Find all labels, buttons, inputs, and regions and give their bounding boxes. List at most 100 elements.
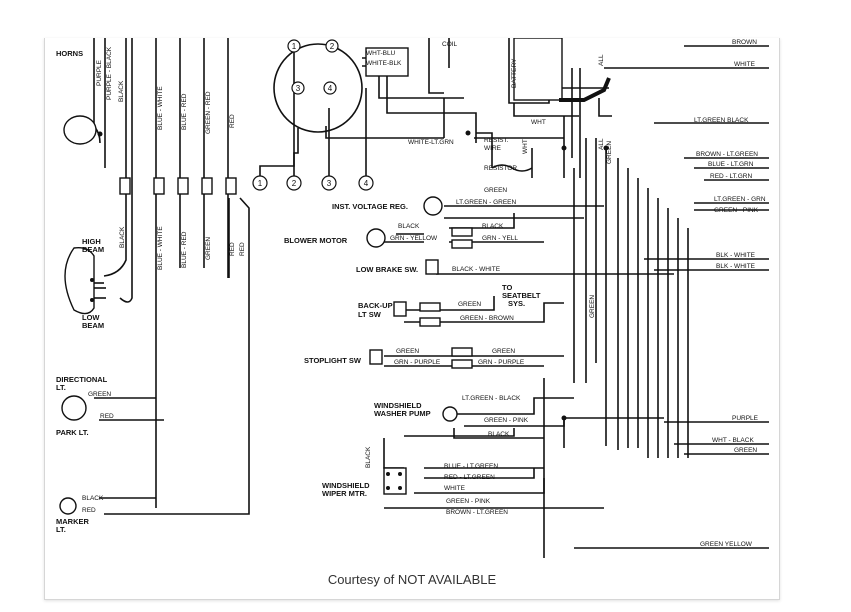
- wire-label: GREEN - PINK: [714, 207, 759, 214]
- component-dots: [90, 130, 609, 490]
- component-shapes: [59, 38, 563, 515]
- wire-label: ALL: [598, 54, 605, 66]
- connector-number: 4: [364, 179, 369, 188]
- wire-label: WHITE: [444, 485, 466, 492]
- wire-label: BLACK - WHITE: [452, 266, 501, 273]
- wire-label: RED: [229, 114, 236, 128]
- diagram-caption: Courtesy of NOT AVAILABLE: [327, 572, 497, 587]
- wire-label: GREEN - PINK: [446, 498, 491, 505]
- wire-label: BLUE - RED: [181, 93, 188, 130]
- wire-label: BLACK: [482, 223, 504, 230]
- wire-label: WHT: [531, 119, 546, 126]
- wiper-label: WINDSHIELD: [322, 481, 370, 490]
- wire-label: GREEN: [492, 348, 515, 355]
- wire-label: GREEN - RED: [205, 91, 212, 134]
- wire-label: WHT-BLU: [366, 50, 396, 57]
- wiring-diagram: 1 2 3 4 1 2 3 4 HORNS HIGH BEAM LOW BEAM…: [56, 38, 769, 558]
- marker-label: LT.: [56, 525, 66, 534]
- connector-number: 4: [328, 84, 333, 93]
- connector-number: 1: [258, 179, 263, 188]
- wire-label: BLUE - LT.GRN: [708, 161, 754, 168]
- connector-number-labels: 1 2 3 4 1 2 3 4: [258, 42, 369, 188]
- top-labels: COIL BATTERY ALL ALL GREEN WHT-BLU WHITE…: [366, 41, 613, 172]
- wire-label: BLK - WHITE: [716, 263, 756, 270]
- wire-label: RED: [100, 413, 114, 420]
- high-beam-label: BEAM: [82, 245, 104, 254]
- wire-label: ALL: [598, 138, 605, 150]
- stoplight-label: STOPLIGHT SW: [304, 356, 362, 365]
- low-beam-label: LOW: [82, 313, 100, 322]
- wire-label: BLUE - RED: [181, 231, 188, 268]
- directional-label: LT.: [56, 383, 66, 392]
- wire-label: BROWN - LT.GREEN: [696, 151, 758, 158]
- horns-label: HORNS: [56, 49, 83, 58]
- coil-label: COIL: [442, 41, 458, 48]
- wire-label: PURPLE: [96, 59, 103, 86]
- wire-label: BROWN: [732, 39, 757, 46]
- wire-label: PURPLE: [732, 415, 759, 422]
- marker-label: MARKER: [56, 517, 89, 526]
- wire-label: BROWN - LT.GREEN: [446, 509, 508, 516]
- wire-label: WHITE: [734, 61, 756, 68]
- middle-component-labels: INST. VOLTAGE REG. BLOWER MOTOR LOW BRAK…: [284, 202, 541, 498]
- low-brake-label: LOW BRAKE SW.: [356, 265, 418, 274]
- wire-label: GREEN: [88, 391, 111, 398]
- connector-number: 2: [292, 179, 297, 188]
- connector-number: 3: [327, 179, 332, 188]
- wire-label: BLACK: [488, 431, 510, 438]
- connector-number: 3: [296, 84, 301, 93]
- seatbelt-label: SYS.: [508, 299, 525, 308]
- wire-label: GREEN: [396, 348, 419, 355]
- park-label: PARK LT.: [56, 428, 89, 437]
- backup-label: BACK-UP: [358, 301, 393, 310]
- wire-label: BLUE - WHITE: [157, 86, 164, 130]
- middle-wire-labels: GREEN LT.GREEN - GREEN BLACK BLACK GRN -…: [365, 187, 596, 516]
- wire-label: GREEN YELLOW: [700, 541, 753, 548]
- wire-label: GREEN: [458, 301, 481, 308]
- wire-label: LT.GREEN - GRN: [714, 196, 766, 203]
- inst-voltage-label: INST. VOLTAGE REG.: [332, 202, 408, 211]
- wire-label: GREEN: [606, 141, 613, 164]
- wiper-label: WIPER MTR.: [322, 489, 367, 498]
- wire-label: RED - LT.GRN: [710, 173, 752, 180]
- seatbelt-label: TO: [502, 283, 512, 292]
- numbered-connectors: [252, 39, 374, 191]
- wire-label: WHITE-LT.GRN: [408, 139, 454, 146]
- wire-label: GREEN: [205, 237, 212, 260]
- wire-label: GREEN - PINK: [484, 417, 529, 424]
- directional-label: DIRECTIONAL: [56, 375, 108, 384]
- seatbelt-label: SEATBELT: [502, 291, 541, 300]
- washer-label: WASHER PUMP: [374, 409, 431, 418]
- wire-lines: [92, 38, 769, 558]
- wire-label: RED: [239, 242, 246, 256]
- wire-label: BLACK: [398, 223, 420, 230]
- wire-label: PURPLE - BLACK: [106, 46, 113, 100]
- resist-label: RESIST.: [484, 137, 509, 144]
- wire-label: RED: [82, 507, 96, 514]
- left-component-labels: HORNS HIGH BEAM LOW BEAM DIRECTIONAL LT.…: [56, 49, 108, 534]
- wire-label: RED: [229, 242, 236, 256]
- wire-label: GRN - PURPLE: [394, 359, 441, 366]
- wire-label: LT.GREEN - BLACK: [462, 395, 521, 402]
- wire-label: LT.GREEN - GREEN: [456, 199, 517, 206]
- connector-number: 1: [292, 42, 297, 51]
- battery-label: BATTERY: [511, 58, 518, 88]
- wire-label: WHT - BLACK: [712, 437, 754, 444]
- wire-label: GREEN: [734, 447, 757, 454]
- high-beam-label: HIGH: [82, 237, 101, 246]
- backup-label: LT SW: [358, 310, 382, 319]
- battery-cable: [559, 77, 611, 102]
- wire-label: GREEN: [589, 295, 596, 318]
- wire-label: GRN - YELLOW: [390, 235, 438, 242]
- wire-label: RED - LT.GREEN: [444, 474, 495, 481]
- wire-label: LT.GREEN BLACK: [694, 117, 749, 124]
- wire-label: WHITE-BLK: [366, 60, 402, 67]
- wire-label: BLK - WHITE: [716, 252, 756, 259]
- left-wire-labels: PURPLE PURPLE - BLACK BLACK BLUE - WHITE…: [82, 46, 246, 514]
- washer-label: WINDSHIELD: [374, 401, 422, 410]
- connector-number: 2: [330, 42, 335, 51]
- wire-label: WHT: [522, 139, 529, 154]
- resist-label: WIRE: [484, 145, 502, 152]
- wire-label: BLACK: [119, 226, 126, 248]
- wire-label: GREEN: [484, 187, 507, 194]
